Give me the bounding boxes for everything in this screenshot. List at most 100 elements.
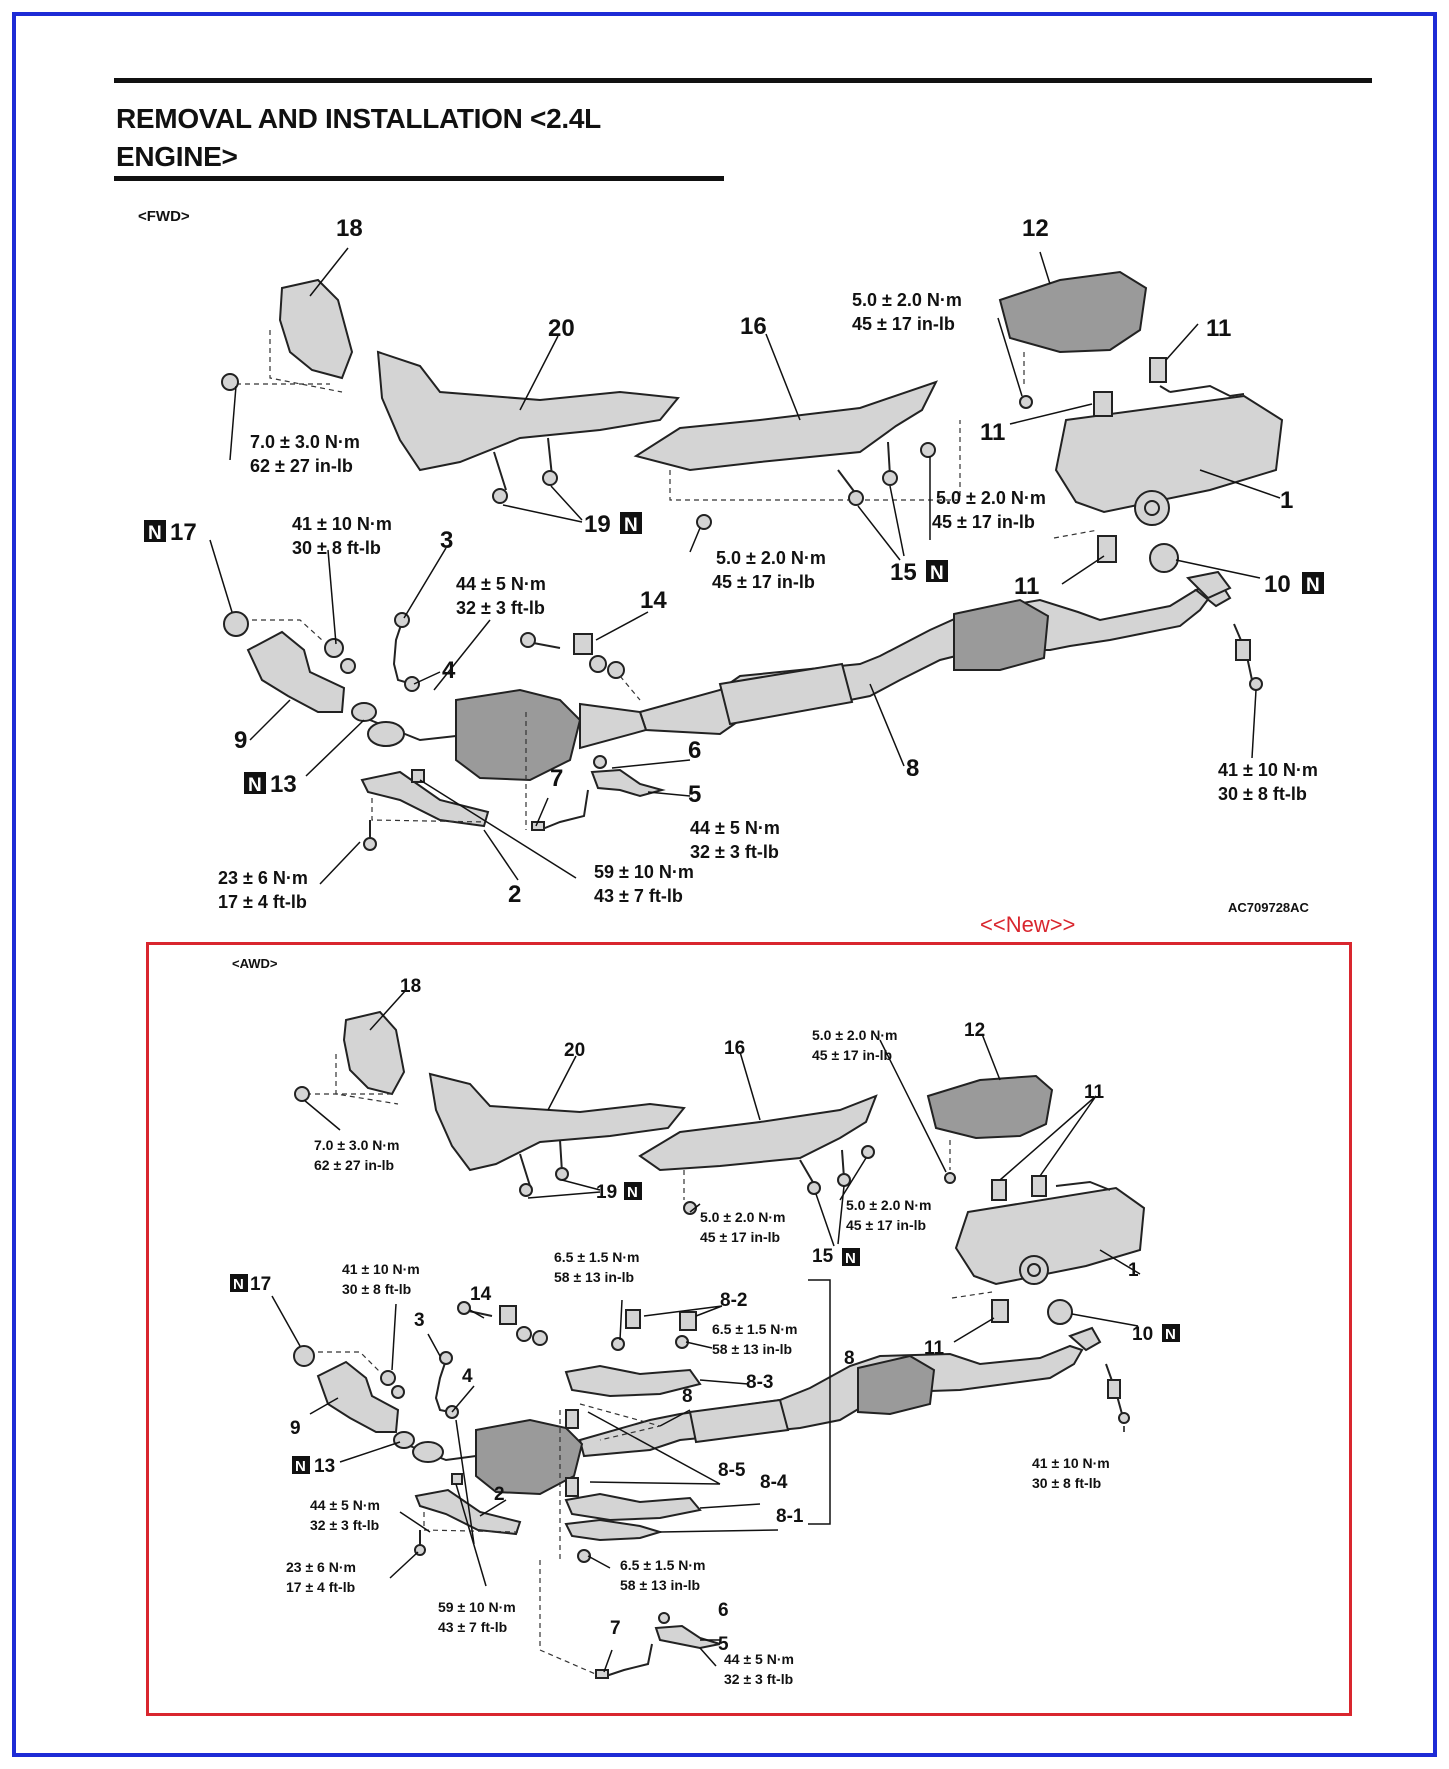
fwd-bolt-16-front [696, 514, 712, 530]
awd-hanger-11-low [991, 1299, 1009, 1323]
awd-torque-5-ftlb: 32 ± 3 ft-lb [724, 1671, 793, 1687]
awd-bracket-8-1 [564, 1518, 664, 1542]
fwd-torque-1-nm: 5.0 ± 2.0 N·m [936, 488, 1046, 508]
fwd-callout-17: 17 [170, 519, 197, 546]
awd-bracket-5-6-7 [539, 1560, 721, 1679]
awd-callout-8-2: 8-2 [720, 1290, 747, 1311]
fwd-torque-5-nm: 44 ± 5 N·m [690, 818, 780, 838]
fwd-gasket-17 [223, 611, 249, 637]
fwd-torque-2-nm: 23 ± 6 N·m [218, 868, 308, 888]
fwd-torque-rear-nm: 41 ± 10 N·m [1218, 760, 1318, 780]
fwd-torque-3-ftlb: 32 ± 3 ft-lb [456, 598, 545, 618]
fwd-torque-2-ftlb: 17 ± 4 ft-lb [218, 892, 307, 912]
awd-sub-converter [857, 1354, 936, 1416]
fwd-rear-flange [1185, 570, 1232, 600]
fwd-bolt-16-rear [920, 442, 936, 458]
awd-callout-11-low: 11 [924, 1338, 945, 1359]
awd-callout-3: 3 [414, 1310, 425, 1331]
awd-spring-bolt [1107, 1379, 1121, 1399]
page-title: REMOVAL AND INSTALLATION <2.4L ENGINE> [116, 100, 601, 176]
fwd-heat-protector-18 [278, 278, 354, 380]
awd-heat-protector-18 [342, 1010, 406, 1096]
awd-callout-15: 15 [812, 1246, 834, 1267]
fwd-new-letter-19: N [624, 515, 638, 536]
fwd-new-letter-17: N [148, 523, 162, 544]
awd-callout-2: 2 [494, 1484, 505, 1505]
fwd-torque-16-nm: 5.0 ± 2.0 N·m [716, 548, 826, 568]
fwd-torque-18-inlb: 62 ± 27 in-lb [250, 456, 353, 476]
awd-front-pipe-9 [316, 1360, 400, 1433]
awd-bolts-19 [519, 1139, 601, 1199]
fwd-new-letter-15: N [930, 563, 944, 584]
awd-torque-8-1-nm: 6.5 ± 1.5 N·m [620, 1557, 706, 1573]
fwd-torque-17-nm: 41 ± 10 N·m [292, 514, 392, 534]
awd-new-letter-10: N [1165, 1326, 1176, 1343]
fwd-callout-4: 4 [442, 657, 456, 684]
fwd-callout-8: 8 [906, 755, 919, 782]
figure-code: AC709728AC [1228, 900, 1309, 915]
title-underline [114, 176, 724, 181]
awd-callout-17: 17 [250, 1274, 271, 1295]
new-tag: <<New>> [980, 912, 1076, 937]
awd-callout-8-bracket: 8 [844, 1348, 855, 1369]
awd-torque-8-2b-nm: 6.5 ± 1.5 N·m [712, 1321, 798, 1337]
fwd-callout-7: 7 [550, 765, 563, 792]
awd-hanger-11-mid [991, 1179, 1007, 1201]
awd-torque-17-nm: 41 ± 10 N·m [342, 1261, 420, 1277]
fwd-new-symbol-17 [144, 520, 166, 542]
awd-callout-8-4: 8-4 [760, 1472, 788, 1493]
awd-callout-11-top: 11 [1084, 1082, 1105, 1103]
fwd-heat-protector-16 [633, 380, 938, 472]
awd-bolt-16-rear [861, 1145, 875, 1159]
fwd-hanger-11-low [1097, 535, 1117, 563]
awd-bracket-14 [457, 1301, 548, 1346]
awd-oxygen-sensor-3 [434, 1359, 451, 1413]
fwd-callout-12: 12 [1022, 215, 1049, 242]
awd-torque-18-inlb: 62 ± 27 in-lb [314, 1157, 394, 1173]
awd-new-letter-13: N [295, 1458, 306, 1475]
fwd-oxygen-sensor-4 [404, 676, 420, 692]
awd-torque-18-nm: 7.0 ± 3.0 N·m [314, 1137, 400, 1153]
fwd-new-symbol-19 [620, 512, 642, 534]
awd-callout-5: 5 [718, 1634, 729, 1655]
fwd-center-exhaust-pipe-8 [638, 588, 1214, 736]
awd-hanger-11-top [1031, 1175, 1047, 1197]
awd-torque-16-nm: 5.0 ± 2.0 N·m [700, 1209, 786, 1225]
fwd-ring-13 [351, 702, 377, 722]
awd-main-muffler-1 [954, 1186, 1146, 1286]
awd-rear-flange [1068, 1326, 1102, 1352]
awd-new-symbol-19 [624, 1182, 642, 1200]
fwd-torque-cat-ftlb: 43 ± 7 ft-lb [594, 886, 683, 906]
awd-center-exhaust-pipe-8 [578, 1344, 1084, 1458]
fwd-gasket-13 [367, 721, 405, 747]
awd-callout-19: 19 [596, 1182, 617, 1203]
awd-torque-cat-nm: 59 ± 10 N·m [438, 1599, 516, 1615]
fwd-callout-15: 15 [890, 559, 917, 586]
awd-callout-13: 13 [314, 1456, 335, 1477]
page-title-line-1: REMOVAL AND INSTALLATION <2.4L [116, 103, 601, 134]
awd-callout-16: 16 [724, 1038, 745, 1059]
fwd-spring-bolt [1235, 639, 1251, 661]
awd-callout-7: 7 [610, 1618, 621, 1639]
fwd-front-pipe-9 [246, 630, 346, 713]
fwd-callout-2: 2 [508, 881, 521, 908]
awd-callout-20: 20 [564, 1040, 585, 1061]
page-title-line-2: ENGINE> [116, 141, 238, 172]
fwd-torque-5-ftlb: 32 ± 3 ft-lb [690, 842, 779, 862]
fwd-sub-converter [953, 598, 1050, 671]
fwd-heat-protector-20 [376, 350, 680, 472]
awd-bracket-8-2 [611, 1309, 697, 1351]
awd-callout-14: 14 [470, 1284, 492, 1305]
fwd-torque-16-inlb: 45 ± 17 in-lb [712, 572, 815, 592]
awd-heat-protector-12 [926, 1074, 1054, 1140]
awd-torque-12-nm: 5.0 ± 2.0 N·m [812, 1027, 898, 1043]
fwd-bolts-15 [837, 441, 905, 561]
fwd-main-muffler-1 [1054, 394, 1284, 514]
fwd-new-symbol-10 [1302, 572, 1324, 594]
awd-bracket-8-4 [564, 1492, 702, 1522]
awd-torque-1-nm: 5.0 ± 2.0 N·m [846, 1197, 932, 1213]
awd-variant-label: <AWD> [232, 956, 278, 971]
awd-torque-4-ftlb: 32 ± 3 ft-lb [310, 1517, 379, 1533]
awd-torque-8-2a-nm: 6.5 ± 1.5 N·m [554, 1249, 640, 1265]
